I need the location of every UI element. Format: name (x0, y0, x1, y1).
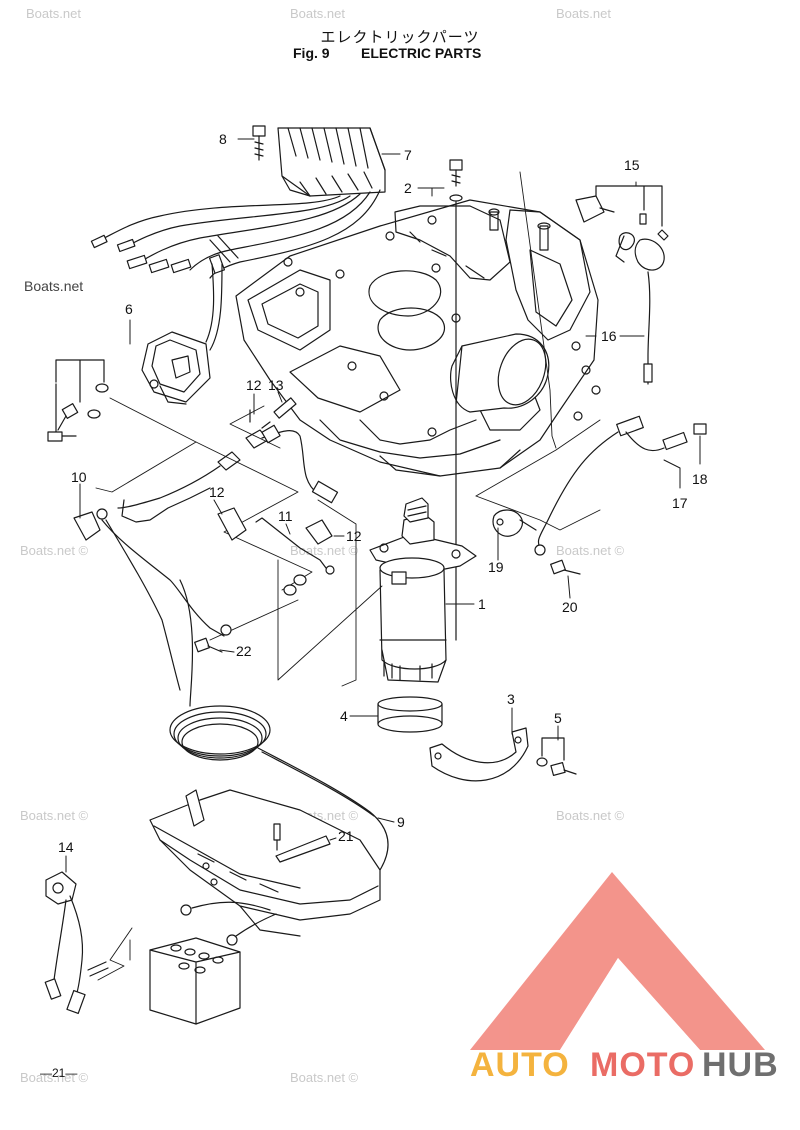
callout-21-lower: 21 (338, 828, 354, 844)
callout-3: 3 (507, 691, 515, 707)
callout-22: 22 (236, 643, 252, 659)
starter-motor (369, 497, 477, 683)
ignition-coil (141, 263, 223, 405)
callout-21-upper: 20 (562, 599, 578, 615)
callout-5: 5 (554, 710, 562, 726)
callout-18: 17 (672, 495, 688, 511)
callout-1: 1 (478, 596, 486, 612)
watermark: Boats.net © (20, 543, 89, 558)
battery (149, 937, 241, 1025)
watermark: Boats.net (290, 6, 345, 21)
temperature-switch (575, 195, 669, 385)
starter-bracket (429, 727, 529, 782)
callout-19: 18 (692, 471, 708, 487)
brand-wordmark-auto: AUTO (470, 1046, 570, 1084)
ground-strap-21 (273, 823, 331, 863)
brand-logo-triangle (470, 872, 765, 1050)
callout-8: 8 (219, 131, 227, 147)
callout-14: 13 (268, 377, 284, 393)
figure-number: Fig. 9 (293, 45, 330, 61)
bracket-fasteners (536, 737, 577, 776)
cable-clamp (492, 509, 581, 575)
watermark: Boats.net (24, 278, 84, 294)
spark-plug-cap-assembly (117, 397, 339, 523)
callout-11: 11 (278, 508, 293, 524)
watermark: Boats.net © (20, 808, 89, 823)
watermark: Boats.net © (556, 543, 625, 558)
kill-switch-assembly (44, 871, 109, 1015)
brand-wordmark-hub: HUB (702, 1046, 779, 1084)
diagram-title: ELECTRIC PARTS (361, 45, 482, 61)
callout-4: 4 (340, 708, 348, 724)
battery-leads (180, 901, 277, 946)
callout-bracket-16 (595, 185, 663, 227)
callout-6: 6 (125, 301, 133, 317)
leader-lines (65, 138, 701, 873)
watermark: Boats.net © (20, 1070, 89, 1085)
battery-lead-18 (534, 415, 707, 556)
watermark: Boats.net © (290, 1070, 359, 1085)
coil-fasteners (47, 359, 109, 442)
watermark: Boats.net © (290, 543, 359, 558)
regulator-wiring (90, 189, 381, 279)
coiled-battery-cable (169, 579, 389, 911)
callout-20: 19 (488, 559, 504, 575)
starter-band (377, 696, 443, 733)
callout-7: 7 (404, 147, 412, 163)
callout-15: 14 (58, 839, 74, 855)
diagram-title-japanese: エレクトリックパーツ (320, 29, 480, 46)
page-number: —21— (40, 1066, 78, 1080)
callout-16: 15 (624, 157, 640, 173)
callout-2: 2 (404, 180, 412, 196)
watermark: Boats.net (26, 6, 81, 21)
callout-10: 10 (71, 469, 87, 485)
callout-17: 16 (601, 328, 617, 344)
bolt-8 (252, 125, 266, 161)
brand-wordmark-moto: MOTO (590, 1046, 696, 1084)
callout-9: 9 (397, 814, 405, 830)
ground-lead (73, 507, 335, 691)
callout-13: 12 (246, 377, 262, 393)
watermark: Boats.net (556, 6, 611, 21)
callout-labels: 8 7 2 15 16 6 12 13 10 12 11 12 17 18 19… (58, 131, 708, 855)
lower-housing (149, 789, 381, 937)
callout-12-left: 12 (209, 484, 225, 500)
callout-12-right: 12 (346, 528, 362, 544)
watermark: Boats.net © (556, 808, 625, 823)
regulator-rectifier (277, 127, 386, 197)
engine-block (235, 199, 601, 477)
mounted-starter (449, 333, 550, 413)
